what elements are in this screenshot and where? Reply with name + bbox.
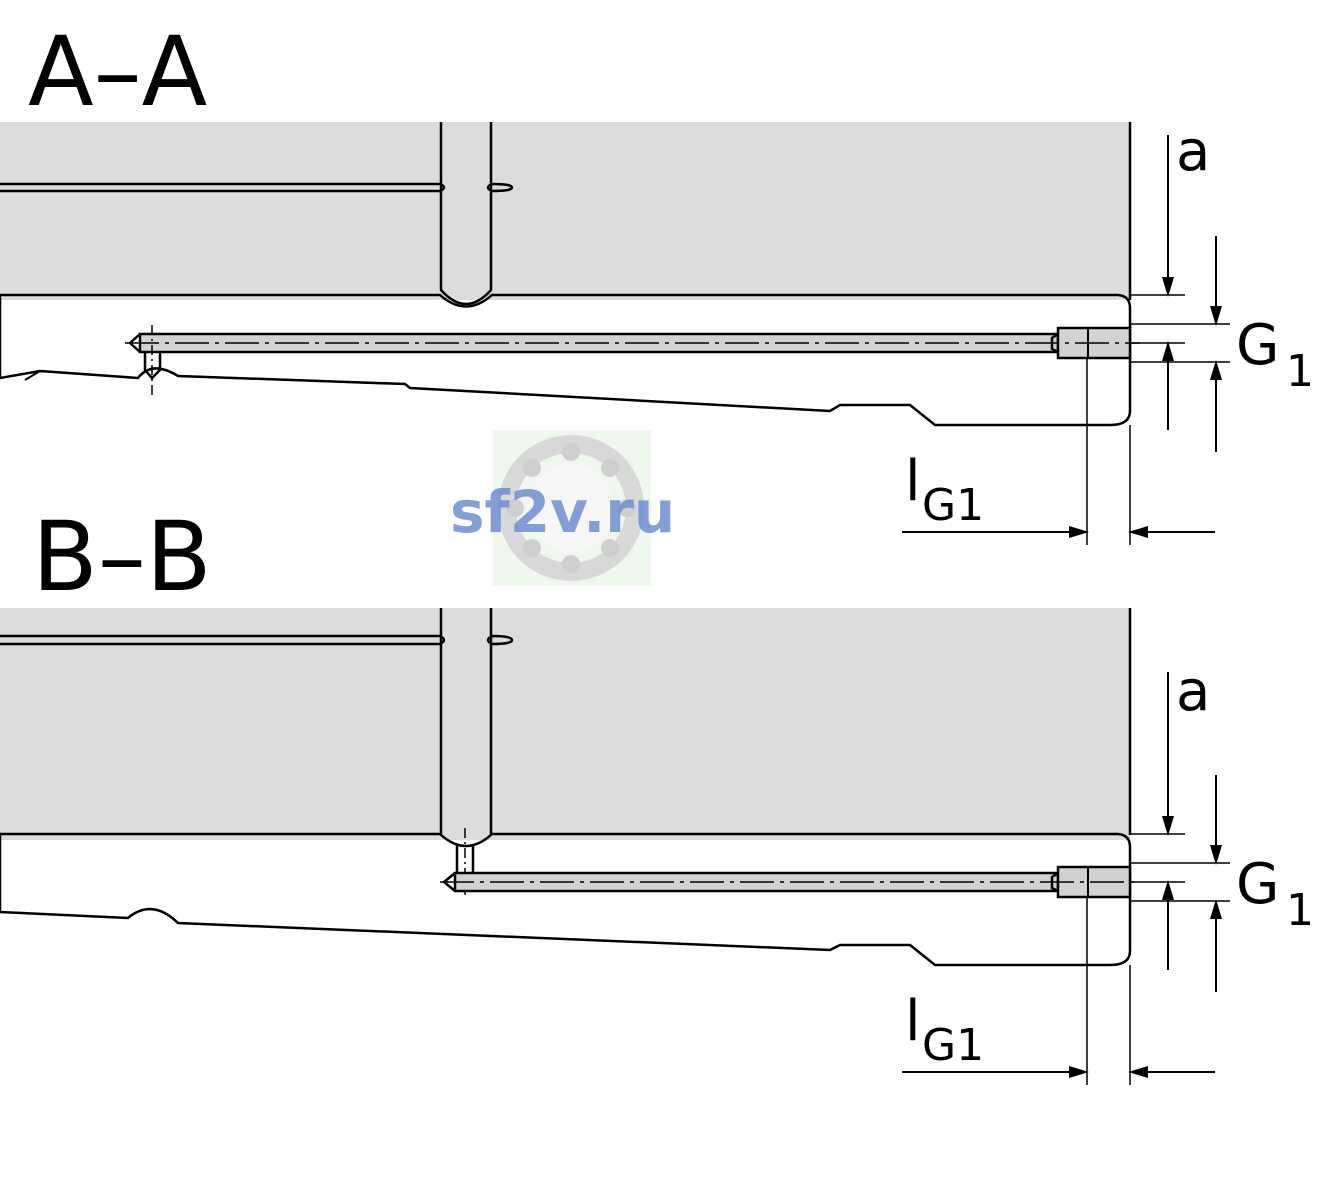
- dimension-g1-a: G 1: [1210, 236, 1314, 452]
- rail-body-b: [0, 832, 1132, 967]
- rail-body-a: [0, 293, 1132, 427]
- dim-label-g-sub-a: 1: [1286, 346, 1314, 397]
- dimension-lg1-a: l G1: [902, 358, 1215, 545]
- carriage-body-a: [0, 122, 1130, 300]
- dim-label-g-a: G: [1236, 313, 1279, 378]
- dim-label-l-sub-a: G1: [922, 480, 984, 531]
- dim-label-a: a: [1176, 659, 1210, 724]
- watermark: sf2v.ru: [450, 430, 675, 586]
- section-title-b-b: B–B: [32, 501, 212, 613]
- dimension-lg1-b: l G1: [902, 897, 1215, 1085]
- section-title-a-a: A–A: [28, 16, 207, 128]
- dimension-a-a: a: [1130, 119, 1230, 430]
- dim-label-g-b: G: [1236, 852, 1279, 917]
- dim-label-l-sub-b: G1: [922, 1020, 984, 1071]
- watermark-text: sf2v.ru: [450, 478, 675, 546]
- section-b-b: B–B a G: [0, 501, 1314, 1085]
- dim-label-l-a: l: [905, 449, 921, 514]
- section-a-a: A–A a: [0, 16, 1314, 545]
- dimension-g1-b: G 1: [1210, 775, 1314, 992]
- carriage-body-b: [0, 608, 1130, 840]
- dim-label-a: a: [1176, 119, 1210, 184]
- dim-label-l-b: l: [905, 989, 921, 1054]
- dim-label-g-sub-b: 1: [1286, 885, 1314, 936]
